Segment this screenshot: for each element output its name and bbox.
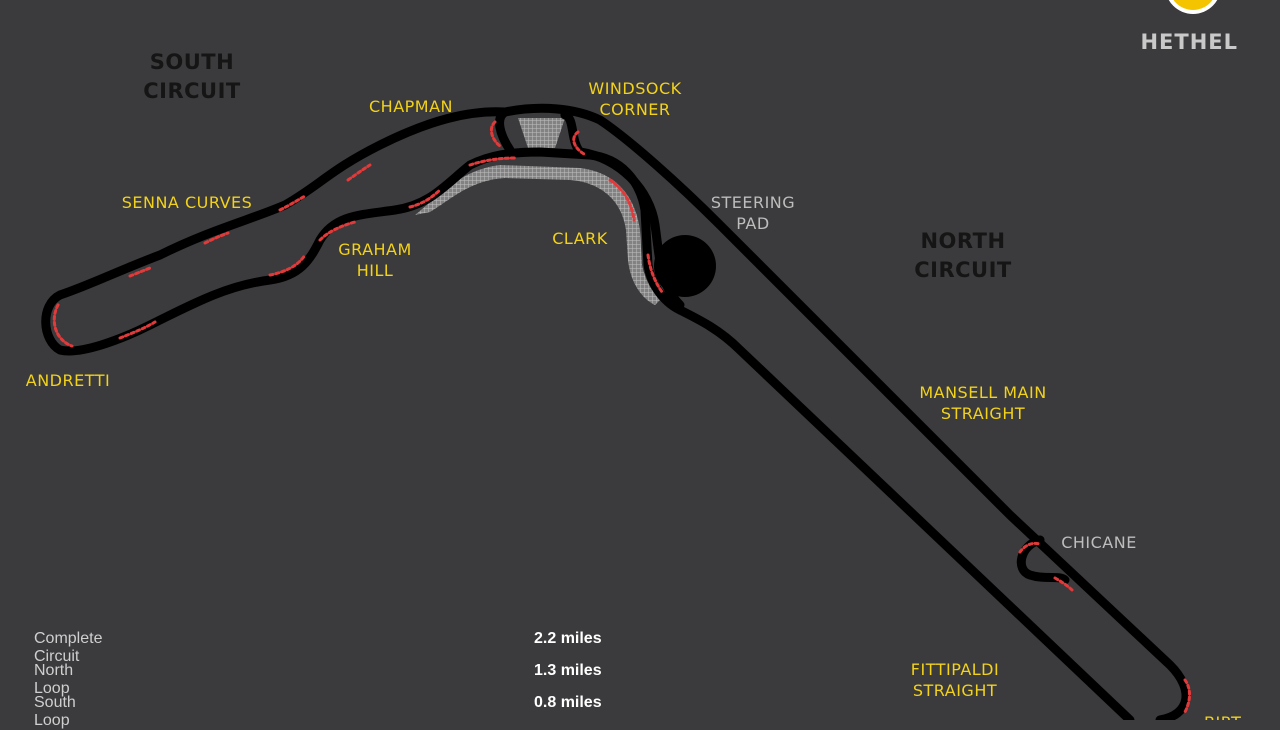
- stat-value: 0.8 miles: [534, 694, 602, 711]
- kerb-andretti-exit: [118, 320, 157, 340]
- feature-steering-pad: STEERING PAD: [710, 193, 796, 233]
- corner-windsock: WINDSOCK CORNER: [588, 79, 682, 119]
- kerb-chapman: [489, 120, 502, 148]
- kerb-chicane-exit: [1053, 576, 1074, 592]
- chapman-link: [495, 107, 515, 155]
- feature-chicane: CHICANE: [1061, 533, 1137, 552]
- lotus-logo-icon: [1168, 0, 1218, 14]
- kerb-senna-4: [346, 163, 372, 182]
- north-circuit-label: NORTH CIRCUIT: [914, 229, 1012, 282]
- corner-clark: CLARK: [552, 229, 608, 248]
- corner-senna-curves: SENNA CURVES: [121, 193, 253, 212]
- corner-chapman: CHAPMAN: [368, 97, 453, 116]
- kerb-graham-3: [408, 188, 442, 209]
- stat-name: Complete Circuit: [34, 630, 103, 665]
- kerb-senna-2: [203, 231, 230, 245]
- kerb-hairpin: [1183, 678, 1191, 714]
- kerb-clark-exit: [646, 253, 664, 294]
- kerb-windsock: [572, 130, 586, 156]
- windsock-infield: [518, 118, 565, 148]
- north-circuit-outer: [500, 103, 1191, 720]
- stat-value: 2.2 miles: [534, 630, 602, 647]
- kerb-chicane: [1018, 541, 1042, 554]
- kerb-senna-1: [128, 266, 152, 278]
- corner-graham-hill: GRAHAM HILL: [338, 240, 412, 280]
- brand-name: HETHEL: [1140, 30, 1238, 54]
- kerb-graham: [268, 253, 307, 277]
- stat-value: 1.3 miles: [534, 662, 602, 679]
- north-circuit-inner: [675, 305, 1135, 720]
- steering-pad-circle: [654, 235, 716, 297]
- corner-andretti: ANDRETTI: [25, 371, 111, 390]
- corner-cut-off-label: BIRT...: [1204, 712, 1274, 720]
- kerb-top: [468, 156, 517, 167]
- kerb-graham-2: [318, 220, 357, 242]
- kerb-clark: [608, 178, 636, 222]
- corner-mansell-straight: MANSELL MAIN STRAIGHT: [919, 383, 1047, 423]
- chicane-loop: [1016, 535, 1070, 585]
- corner-fittipaldi-straight: FITTIPALDI STRAIGHT: [910, 660, 1000, 700]
- south-circuit-outer: [41, 107, 685, 356]
- stat-name: South Loop: [34, 694, 76, 729]
- south-circuit-label: SOUTH CIRCUIT: [143, 50, 241, 103]
- stat-name: North Loop: [34, 662, 74, 697]
- kerb-andretti: [52, 303, 74, 348]
- kerb-senna-3: [278, 194, 307, 212]
